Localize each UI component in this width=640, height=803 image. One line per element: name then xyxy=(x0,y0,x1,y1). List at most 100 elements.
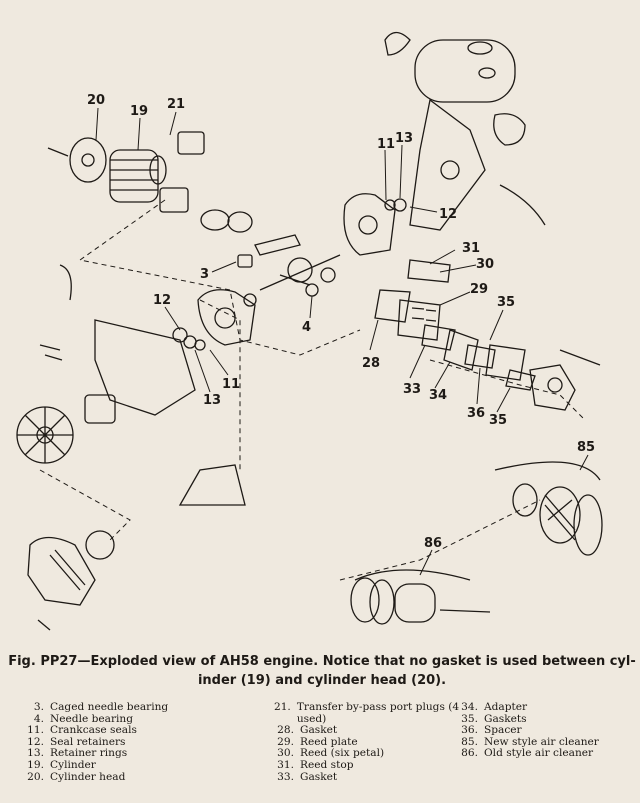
legend-item: 20. Cylinder head xyxy=(18,770,248,784)
legend-item: 85. New style air cleaner xyxy=(452,735,612,749)
callout-35-top: 35 xyxy=(497,295,515,310)
legend-text: Cylinder head xyxy=(50,770,126,783)
legend-item: 13. Retainer rings xyxy=(18,748,248,760)
crankcase-half xyxy=(343,193,407,256)
legend-item: 35. Gaskets xyxy=(452,712,612,726)
callout-11-top: 11 xyxy=(377,137,395,152)
caption-line-1: Fig. PP27—Exploded view of AH58 engine. … xyxy=(8,654,636,669)
legend-item: 86. Old style air cleaner xyxy=(452,748,612,760)
legend-num: 85. xyxy=(461,735,478,748)
legend-text: Gasket xyxy=(300,724,338,737)
legend-item: 12. Seal retainers xyxy=(18,735,248,749)
base-bracket xyxy=(178,464,246,506)
callout-11-left: 11 xyxy=(222,377,240,392)
callout-4: 4 xyxy=(302,320,311,335)
fuel-tank xyxy=(384,31,516,103)
legend-text: Retainer rings xyxy=(50,747,128,760)
legend-num: 29. xyxy=(277,735,294,748)
legend-num: 31. xyxy=(277,758,294,771)
legend-text: Seal retainers xyxy=(50,735,126,748)
new-air-cleaner xyxy=(494,461,603,556)
legend-num: 20. xyxy=(27,770,44,783)
callout-28: 28 xyxy=(362,356,380,371)
legend-num: 86. xyxy=(461,747,478,760)
crankcase-main xyxy=(197,289,257,346)
legend-num: 3. xyxy=(33,701,44,713)
callout-86: 86 xyxy=(424,536,442,551)
callout-35-bottom: 35 xyxy=(489,413,507,428)
legend-num: 21. xyxy=(273,701,291,713)
crankshaft xyxy=(254,234,341,291)
callout-31: 31 xyxy=(462,241,480,256)
legend-item: 28. Gasket xyxy=(268,725,468,737)
legend-item: 21.Transfer by-pass port plugs (4 used) xyxy=(268,701,468,725)
legend-item: 29. Reed plate xyxy=(268,735,468,749)
callout-29: 29 xyxy=(470,282,488,297)
callout-3: 3 xyxy=(200,267,209,282)
legend-item: 11. Crankcase seals xyxy=(18,725,248,737)
legend-text: Crankcase seals xyxy=(50,724,137,737)
legend-item: 3. Caged needle bearing xyxy=(18,701,248,714)
legend-item: 36. Spacer xyxy=(452,725,612,737)
legend-num: 19. xyxy=(27,758,44,771)
legend-num: 13. xyxy=(27,747,44,760)
legend-text: Reed stop xyxy=(300,758,354,771)
callout-30: 30 xyxy=(476,257,494,272)
adapter-spacer xyxy=(443,329,536,391)
legend-text: Gaskets xyxy=(484,712,527,725)
legend-text: Caged needle bearing xyxy=(50,701,169,713)
flywheel xyxy=(16,406,74,464)
legend-text: Spacer xyxy=(484,724,522,737)
legend-text: Reed (six petal) xyxy=(300,747,385,760)
cylinder xyxy=(109,149,167,203)
transfer-plugs xyxy=(159,131,253,233)
tank-bracket xyxy=(409,98,546,231)
caption-line-2: inder (19) and cylinder head (20). xyxy=(197,673,447,688)
figure-caption: Fig. PP27—Exploded view of AH58 engine. … xyxy=(8,652,636,690)
starter-assembly xyxy=(27,530,115,631)
old-air-cleaner xyxy=(350,569,491,625)
legend-num: 30. xyxy=(277,747,294,760)
legend-num: 28. xyxy=(277,724,294,737)
reed-valve-stack xyxy=(374,259,456,351)
legend-item: 31. Reed stop xyxy=(268,758,468,772)
legend-num: 11. xyxy=(27,724,44,737)
blower-housing xyxy=(39,264,196,416)
legend-text: Adapter xyxy=(484,701,528,713)
legend-text: Old style air cleaner xyxy=(484,747,594,760)
callout-36: 36 xyxy=(467,406,485,421)
callout-33: 33 xyxy=(403,382,421,397)
callout-85: 85 xyxy=(577,440,595,455)
callout-12-top: 12 xyxy=(439,207,457,222)
legend-num: 12. xyxy=(27,735,44,748)
legend-num: 4. xyxy=(33,712,44,725)
callout-13-left: 13 xyxy=(203,393,221,408)
legend-text: Needle bearing xyxy=(50,712,134,725)
legend-num: 35. xyxy=(461,712,478,725)
cylinder-head xyxy=(47,137,107,183)
legend-item: 4. Needle bearing xyxy=(18,712,248,726)
legend-item: 33.Gasket xyxy=(268,770,468,784)
legend-column-1: 3.Caged needle bearing 4.Needle bearing … xyxy=(18,701,248,784)
callout-34: 34 xyxy=(429,388,447,403)
callout-19: 19 xyxy=(130,104,148,119)
callout-20: 20 xyxy=(87,93,105,108)
legend-column-3: 34. Adapter 35. Gaskets 36. Spacer 85. New s… xyxy=(452,701,612,760)
legend-num: 36. xyxy=(461,724,478,737)
legend-item: 19. Cylinder xyxy=(18,758,248,772)
legend-item: 34. Adapter xyxy=(452,701,612,714)
legend-text: Reed plate xyxy=(300,735,358,748)
legend-column-2: 21.Transfer by-pass port plugs (4 used) … xyxy=(268,701,468,784)
callout-13-top: 13 xyxy=(395,131,413,146)
carburetor xyxy=(529,349,601,411)
callout-21: 21 xyxy=(167,97,185,112)
exploded-view-diagram: 20 19 21 13 11 12 3 31 30 12 29 35 4 28 … xyxy=(16,31,603,631)
legend-text: Cylinder xyxy=(50,758,96,771)
legend-num: 34. xyxy=(461,701,478,713)
callout-12-left: 12 xyxy=(153,293,171,308)
legend-text: New style air cleaner xyxy=(484,735,599,748)
caged-needle-bearing xyxy=(237,254,253,268)
needle-bearing xyxy=(305,283,319,297)
legend-item: 30. Reed (six petal) xyxy=(268,748,468,760)
legend-text: Gasket xyxy=(300,770,338,783)
